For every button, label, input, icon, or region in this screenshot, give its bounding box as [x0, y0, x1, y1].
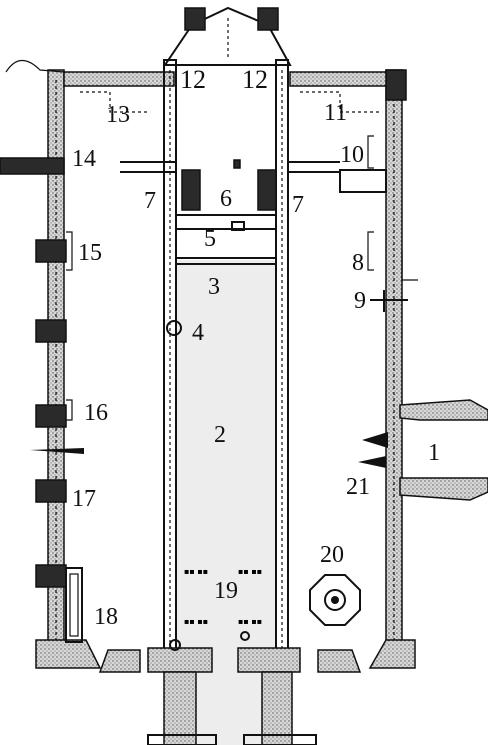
labels: 1 2 3 4 5 6 7 7 8 9 10 11 12 12 13 14 15… [72, 65, 440, 630]
label-18: 18 [94, 604, 118, 630]
tomb [65, 567, 83, 643]
top-tower [163, 6, 292, 66]
label-11: 11 [324, 100, 347, 126]
pulpit [166, 320, 182, 336]
svg-text:▪▪ ▪▪: ▪▪ ▪▪ [238, 567, 262, 576]
label-9: 9 [354, 288, 366, 314]
label-13: 13 [106, 102, 130, 128]
svg-text:▪▪ ▪▪: ▪▪ ▪▪ [184, 567, 208, 576]
right-wall-markers [367, 135, 418, 312]
label-17: 17 [72, 486, 96, 512]
label-14: 14 [72, 146, 96, 172]
label-7-right: 7 [292, 192, 304, 218]
label-10: 10 [340, 142, 364, 168]
label-8: 8 [352, 250, 364, 276]
label-19: 19 [214, 578, 238, 604]
svg-text:▪▪ ▪▪: ▪▪ ▪▪ [238, 617, 262, 626]
chancel-structure [120, 159, 340, 265]
label-16: 16 [84, 400, 108, 426]
label-7-left: 7 [144, 188, 156, 214]
baptismal-font [309, 574, 361, 626]
svg-text:▪▪ ▪▪: ▪▪ ▪▪ [184, 617, 208, 626]
side-entrance [358, 399, 488, 501]
label-21: 21 [346, 474, 370, 500]
left-wall-markers [30, 231, 84, 454]
label-4: 4 [192, 320, 204, 346]
west-entrance [98, 631, 362, 745]
pew-markers: ▪▪ ▪▪ ▪▪ ▪▪ ▪▪ ▪▪ ▪▪ ▪▪ [184, 567, 262, 626]
label-12-left: 12 [180, 65, 206, 94]
top-right-cross-wall [289, 71, 387, 193]
label-2: 2 [214, 422, 226, 448]
label-6: 6 [220, 186, 232, 212]
left-outer-wall [35, 69, 102, 669]
label-5: 5 [204, 226, 216, 252]
label-3: 3 [208, 274, 220, 300]
label-20: 20 [320, 542, 344, 568]
label-12-right: 12 [242, 65, 268, 94]
label-1: 1 [428, 440, 440, 466]
label-15: 15 [78, 240, 102, 266]
top-left-cross-wall [0, 59, 175, 175]
right-outer-wall [368, 69, 416, 669]
